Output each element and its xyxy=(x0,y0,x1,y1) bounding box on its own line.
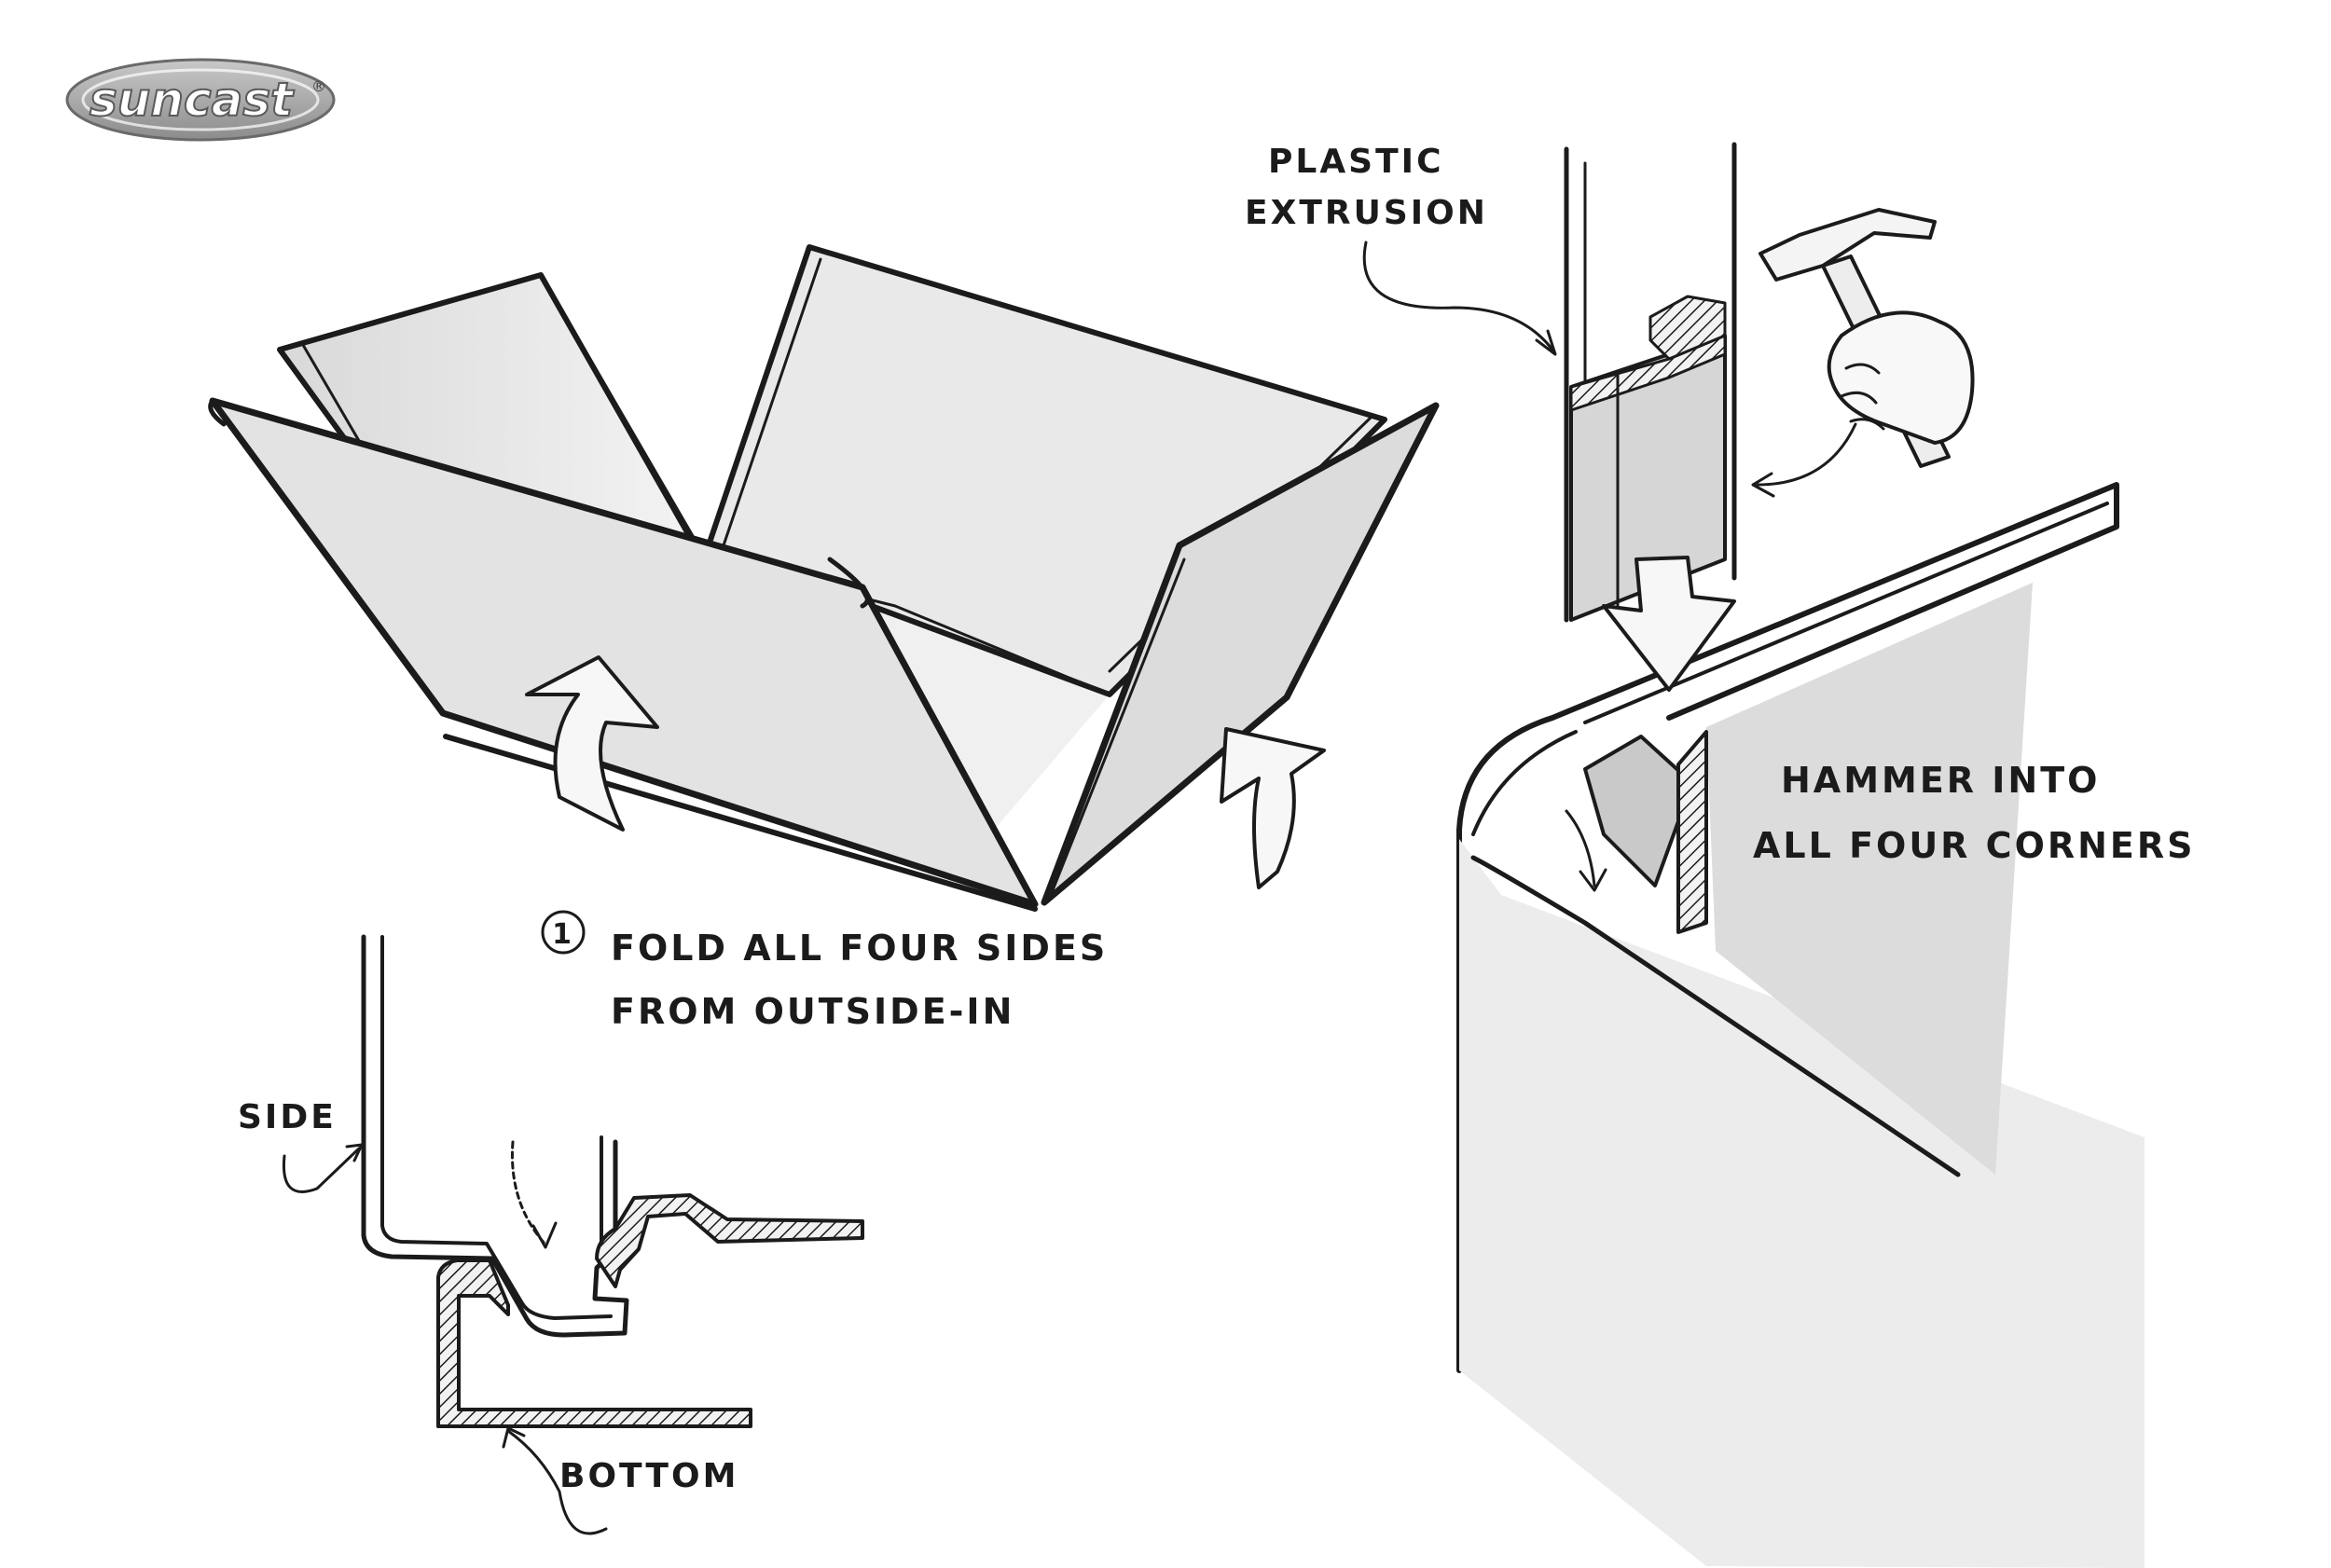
insert-down-arrow xyxy=(1602,556,1736,692)
logo-wordmark: suncast xyxy=(90,73,295,127)
side-label: SIDE xyxy=(238,1098,337,1136)
corner-left-face xyxy=(1459,839,2145,1568)
container-corner xyxy=(1456,482,2119,1373)
extrusion-leader xyxy=(1362,241,1554,351)
hammer-leader xyxy=(1756,422,1857,487)
fold-up-arrow-left xyxy=(525,655,659,832)
fold-up-arrow-right xyxy=(1220,727,1326,889)
folded-box-illustration xyxy=(208,244,1440,912)
step-number: 1 xyxy=(552,918,574,951)
installed-extrusion xyxy=(1676,730,1708,934)
hammer-in-hand-icon xyxy=(1759,208,1975,468)
front-right-wall xyxy=(1041,402,1440,906)
step-line-1: FOLD ALL FOUR SIDES xyxy=(611,928,1108,969)
step-1-instruction: 1 FOLD ALL FOUR SIDES FROM OUTSIDE-IN xyxy=(541,910,1108,1032)
front-left-wall xyxy=(209,397,1039,908)
corner-right-face xyxy=(1706,583,2033,1175)
extrusion-label-line-1: PLASTIC xyxy=(1268,143,1443,181)
bottom-profile xyxy=(436,1259,752,1428)
corner-extrusion-illustration xyxy=(1362,142,2145,1568)
extrusion-label-line-2: EXTRUSION xyxy=(1245,194,1488,232)
side-leader xyxy=(282,1147,361,1193)
suncast-logo: suncast ® xyxy=(65,58,336,142)
hammer-label-line-1: HAMMER INTO xyxy=(1781,760,2100,801)
rim-profile xyxy=(595,1193,864,1288)
corner-slot xyxy=(1583,735,1694,887)
side-wall-profile xyxy=(361,934,629,1338)
bottom-label: BOTTOM xyxy=(559,1457,738,1495)
plastic-extrusion-piece xyxy=(1564,142,1737,623)
corner-leader xyxy=(1565,809,1596,887)
step-line-2: FROM OUTSIDE-IN xyxy=(611,991,1014,1032)
bottom-leader xyxy=(506,1429,608,1535)
side-bottom-cross-section xyxy=(282,934,864,1535)
logo-registered-mark: ® xyxy=(311,77,326,95)
step-number-circle xyxy=(541,910,586,955)
hammer-label-line-2: ALL FOUR CORNERS xyxy=(1753,825,2196,866)
